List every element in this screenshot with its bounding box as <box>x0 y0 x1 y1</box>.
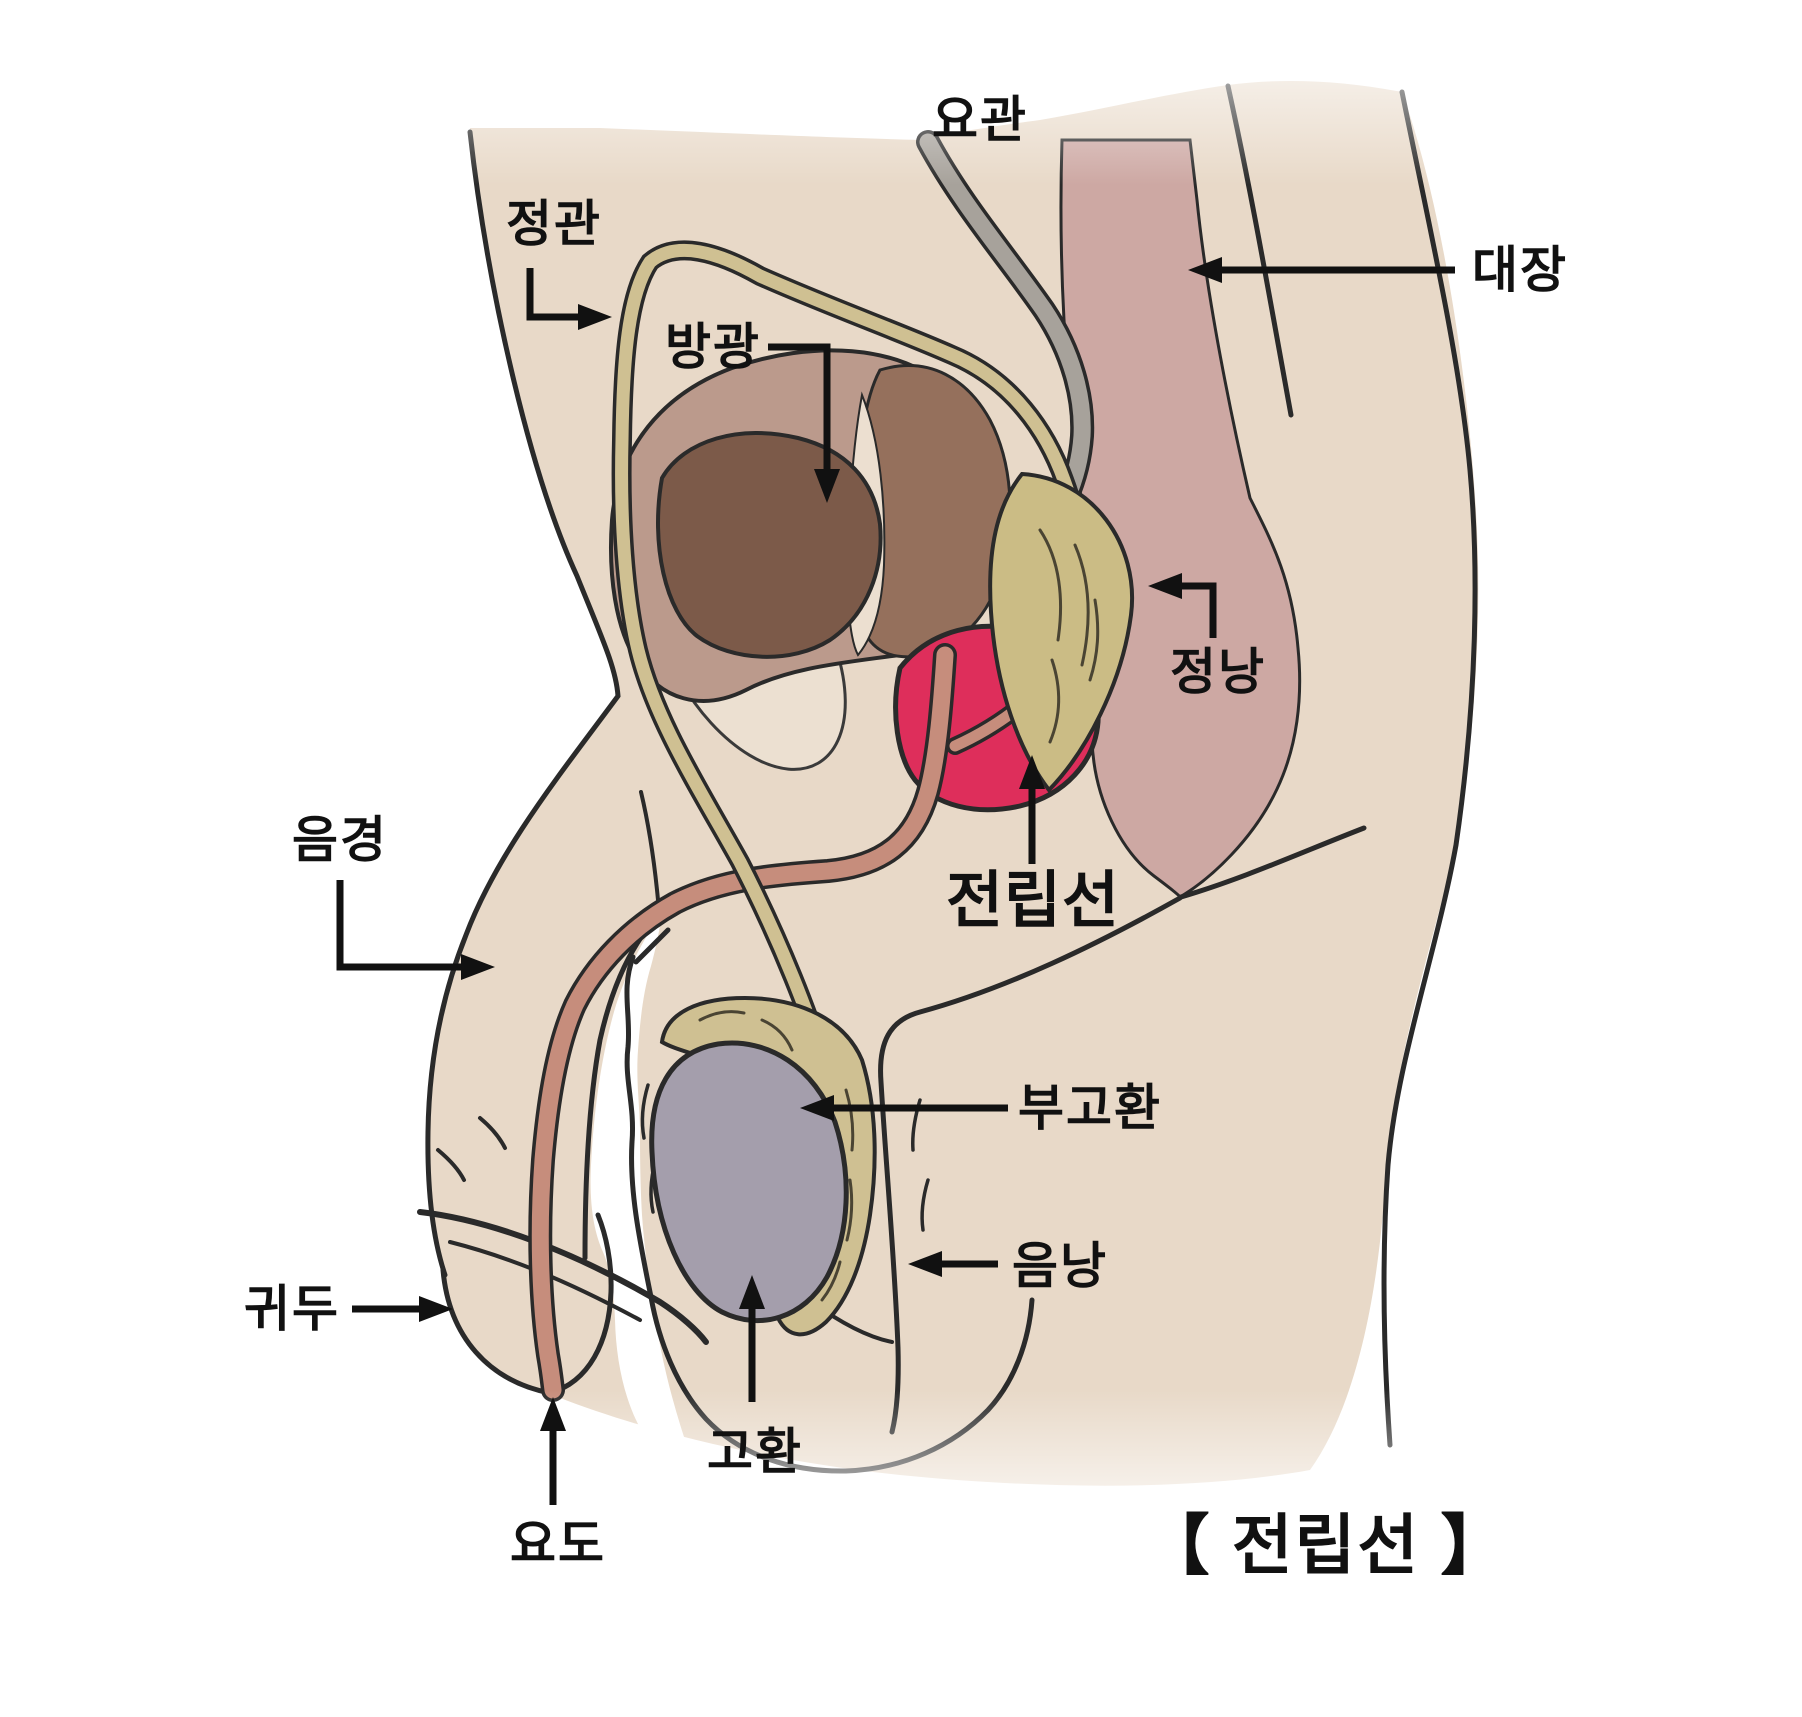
scrotum-wrinkle-1 <box>640 1083 650 1140</box>
bladder-arrowhead <box>814 469 840 503</box>
groin-crease <box>639 790 660 902</box>
penis-arrowhead <box>461 954 495 980</box>
bladder-label: 방광 <box>665 319 761 375</box>
thigh-wrinkle-2 <box>920 1178 930 1232</box>
seminal-vesicle-detail-2 <box>1073 543 1090 667</box>
glans-arrowhead <box>419 1296 453 1322</box>
buttock-fold <box>1178 825 1367 900</box>
torso-penis-outline <box>425 129 621 1278</box>
callout-prostate: 전립선 <box>946 755 1120 936</box>
penis-right-edge <box>582 907 665 1261</box>
perineum-crease <box>878 895 1183 1435</box>
scrotum-arrowhead <box>908 1251 942 1277</box>
seminal-vesicle-arrowhead <box>1148 573 1182 599</box>
callout-epididymis: 부고환 <box>800 1080 1162 1136</box>
epididymis-detail-3 <box>844 1088 855 1152</box>
penis-arrow-line <box>336 880 480 971</box>
epididymis-detail-2 <box>760 1018 794 1052</box>
foreskin-fold-1 <box>417 1209 709 1345</box>
seminal-vesicle-detail-3 <box>1048 658 1060 744</box>
bladder-interior-shape <box>656 431 883 659</box>
callout-seminal-vesicle: 정낭 <box>1148 573 1266 700</box>
back-edge <box>1381 89 1478 1448</box>
testis-arrowhead <box>739 1275 765 1309</box>
epididymis-detail-1 <box>698 1010 746 1022</box>
callout-colon: 대장 <box>1188 242 1568 298</box>
callout-testis: 고환 <box>707 1275 803 1480</box>
penis-scrotum-gap <box>590 912 690 1455</box>
bottom-white <box>0 1545 1802 1717</box>
urethra-arrowhead <box>540 1397 566 1431</box>
prostate-arrowhead <box>1019 755 1045 789</box>
colon-label: 대장 <box>1472 242 1568 298</box>
seminal-vesicle-detail-1 <box>1038 528 1063 642</box>
glans-label: 귀두 <box>244 1281 340 1337</box>
figure-title: 【 전립선 】 <box>1144 1508 1509 1582</box>
callout-penis: 음경 <box>292 812 495 980</box>
testis-shape <box>649 1040 849 1323</box>
callout-glans: 귀두 <box>244 1281 453 1337</box>
ureter-label: 요관 <box>932 92 1028 148</box>
penis-wrinkle-2 <box>478 1116 507 1150</box>
urethra-tube <box>531 646 954 1399</box>
urethra-label: 요도 <box>510 1516 606 1572</box>
vas-deferens-arrowhead <box>578 304 612 330</box>
prostate-label: 전립선 <box>946 867 1120 936</box>
epididymis-arrowhead <box>800 1095 834 1121</box>
callout-bladder: 방광 <box>665 319 840 503</box>
top-fade <box>0 0 1802 185</box>
scrotum-label: 음낭 <box>1012 1238 1108 1294</box>
vas-deferens-arrow-line <box>526 268 596 321</box>
epididymis-detail-5 <box>820 1260 842 1302</box>
testis-label: 고환 <box>707 1424 803 1480</box>
seminal-vesicle-label: 정낭 <box>1170 644 1266 700</box>
epididymis-detail-4 <box>845 1178 854 1242</box>
callout-scrotum: 음낭 <box>908 1238 1108 1294</box>
seminal-vesicle-shape <box>988 471 1135 794</box>
epididymis-label: 부고환 <box>1018 1080 1162 1136</box>
penis-wrinkle-1 <box>436 1148 466 1182</box>
vas-deferens-tube <box>615 244 1086 1085</box>
bottom-fade <box>0 1390 1802 1550</box>
callout-ureter: 요관 <box>932 92 1028 148</box>
penis-label: 음경 <box>292 812 388 868</box>
crotch-crease-tick <box>633 927 671 965</box>
vas-deferens-label: 정관 <box>506 196 602 252</box>
bladder-arrow-line <box>768 343 831 488</box>
callout-urethra: 요도 <box>510 1397 606 1572</box>
callout-vas-deferens: 정관 <box>506 196 612 330</box>
colon-arrowhead <box>1188 257 1222 283</box>
seminal-vesicle-detail-4 <box>1088 598 1100 682</box>
glans-outline <box>440 1212 614 1396</box>
